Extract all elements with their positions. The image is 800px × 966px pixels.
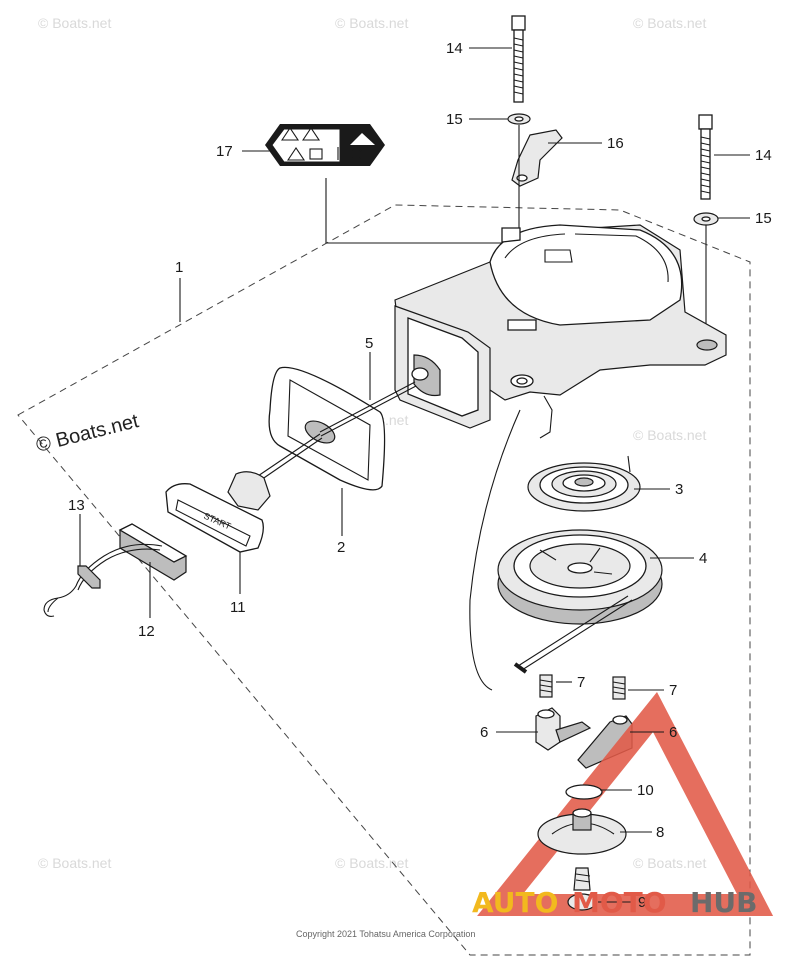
starter-housing xyxy=(394,224,727,439)
callout-5: 5 xyxy=(365,335,373,352)
cord-hook-icon xyxy=(43,597,59,617)
recoil-rope-lower xyxy=(254,433,323,483)
callout-2: 2 xyxy=(337,539,345,556)
callout-15-top: 15 xyxy=(446,111,463,128)
brand-label: © Boats.net xyxy=(34,410,141,457)
cord-clip xyxy=(77,565,101,589)
callout-3: 3 xyxy=(675,481,683,498)
pawl-left xyxy=(535,707,592,751)
rope-reel xyxy=(497,529,663,674)
callout-12: 12 xyxy=(138,623,155,640)
bolt-right xyxy=(698,114,713,200)
callout-labels: 14 15 16 17 14 15 1 5 3 4 2 11 12 13 7 7… xyxy=(68,40,772,911)
washer-left-hole xyxy=(514,116,524,122)
logo-text-hub: HUB xyxy=(690,886,758,919)
recoil-rope xyxy=(319,381,417,437)
callout-11: 11 xyxy=(230,599,246,616)
callout-15-right: 15 xyxy=(755,210,772,227)
callout-8: 8 xyxy=(656,824,664,841)
logo-text-moto: MOTO xyxy=(572,886,667,919)
bolt-left xyxy=(511,15,526,103)
hook-cord xyxy=(47,543,163,613)
callout-6-right: 6 xyxy=(669,724,677,741)
pawl-spring-left xyxy=(539,674,553,698)
watermark-text: © Boats.net xyxy=(633,855,706,871)
watermark-text: © Boats.net xyxy=(335,855,408,871)
callout-14-right: 14 xyxy=(755,147,772,164)
callout-10: 10 xyxy=(637,782,654,799)
callout-4: 4 xyxy=(699,550,707,567)
assembly-boundary xyxy=(17,204,751,956)
callout-6-left: 6 xyxy=(480,724,488,741)
pawl-spring-right xyxy=(612,676,626,700)
bracket-plate xyxy=(511,129,563,187)
callout-13: 13 xyxy=(68,497,85,514)
autohub-logo-triangle xyxy=(477,691,774,916)
callout-17: 17 xyxy=(216,143,233,160)
retainer-ring xyxy=(565,784,603,800)
rope-stopper xyxy=(118,523,188,581)
washer-right-hole xyxy=(701,216,711,222)
callout-9: 9 xyxy=(638,894,646,911)
recoil-spring xyxy=(527,455,641,512)
copyright-notice: Copyright 2021 Tohatsu America Corporati… xyxy=(296,929,475,939)
start-handle: START xyxy=(165,471,271,553)
callout-7-left: 7 xyxy=(577,674,585,691)
watermark-text: © Boats.net xyxy=(633,427,706,443)
watermark-text: © Boats.net xyxy=(38,15,111,31)
friction-plate xyxy=(537,808,627,855)
reel-rope xyxy=(469,409,521,691)
callout-leaders xyxy=(79,47,750,903)
watermark-text: © Boats.net xyxy=(335,15,408,31)
watermark-text: © Boats.net xyxy=(38,855,111,871)
autohub-logo-wordmark: AUTO MOTO HUB xyxy=(472,886,758,919)
callout-7-right: 7 xyxy=(669,682,677,699)
warning-decal xyxy=(265,124,385,166)
callout-14-top: 14 xyxy=(446,40,463,57)
watermark-text: © Boats.net xyxy=(633,15,706,31)
callout-1: 1 xyxy=(175,259,183,276)
logo-text-auto: AUTO xyxy=(472,886,558,919)
center-screw xyxy=(567,867,597,911)
callout-16: 16 xyxy=(607,135,624,152)
